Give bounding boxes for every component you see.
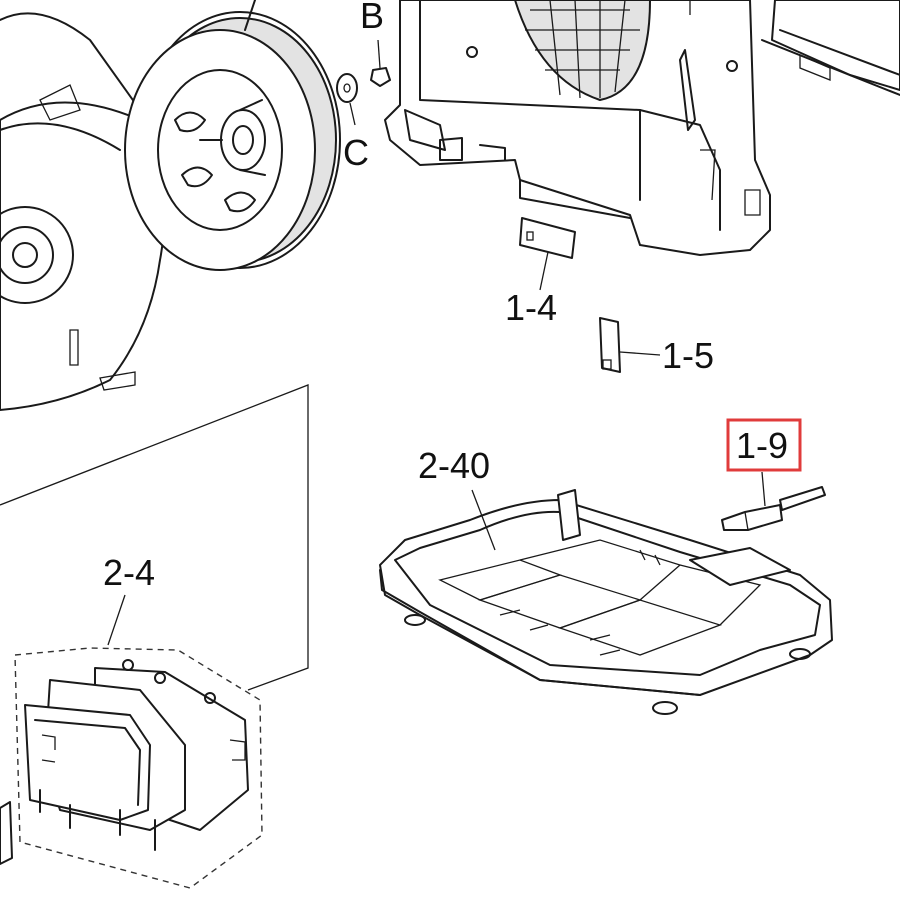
edge-part [0, 801, 13, 865]
part-2-40-tray [379, 489, 833, 715]
nut-b [370, 39, 391, 87]
bracket-leader-lines [0, 384, 309, 691]
part-1-5-board [599, 317, 661, 373]
part-1-9-sensor [721, 471, 826, 531]
fan-wheel [124, 0, 341, 271]
label-2-40: 2-40 [418, 445, 490, 486]
main-frame [384, 0, 771, 256]
side-rail [761, 0, 900, 96]
highlight-box-1-9 [726, 418, 802, 472]
label-b: B [360, 0, 384, 36]
label-1-4: 1-4 [505, 287, 557, 328]
label-c: C [343, 132, 369, 173]
part-2-4-assembly [14, 594, 263, 889]
washer-c [336, 73, 358, 126]
label-1-9: 1-9 [736, 425, 788, 466]
part-1-4-board [519, 217, 576, 291]
fan-housing [0, 12, 166, 411]
label-2-4: 2-4 [103, 552, 155, 593]
label-1-5: 1-5 [662, 335, 714, 376]
